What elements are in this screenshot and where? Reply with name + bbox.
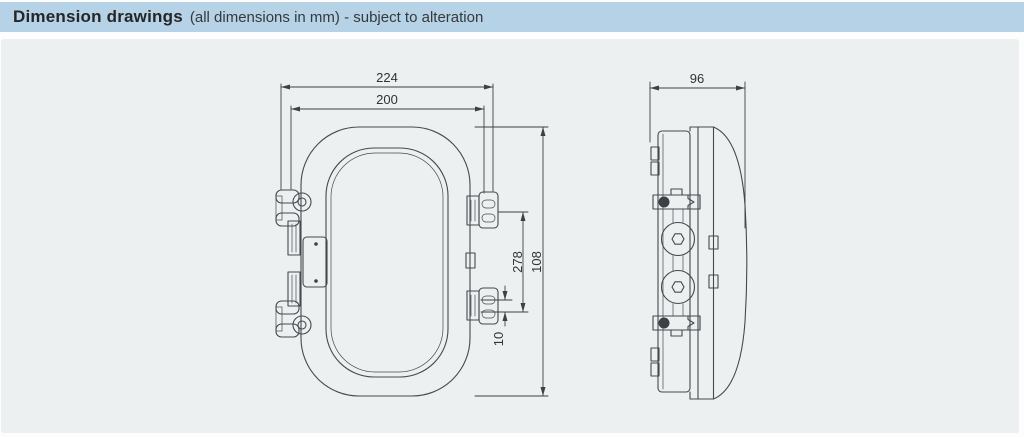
front-rim-clip	[465, 252, 476, 269]
side-base-and-dome	[689, 126, 748, 400]
front-junction-plate	[302, 236, 328, 288]
page-title: Dimension drawings	[13, 7, 183, 26]
front-bracket-bottom-right	[466, 287, 499, 325]
front-bracket-bottom-left	[275, 271, 312, 338]
side-clamp-top	[652, 188, 701, 210]
page-subtitle: (all dimensions in mm) - subject to alte…	[189, 8, 484, 26]
section-header: Dimension drawings (all dimensions in mm…	[0, 2, 1024, 32]
front-bracket-top-right	[466, 191, 499, 229]
drawing-panel	[1, 39, 1019, 433]
dim-label-vertical-inner: 278	[510, 251, 525, 273]
front-bracket-top-left	[275, 189, 312, 256]
front-view: 224 200 278 108 10	[275, 70, 549, 397]
dim-label-overall-width: 224	[376, 70, 398, 85]
dim-label-bracket-detail: 10	[491, 332, 506, 346]
dim-label-inner-width: 200	[376, 92, 398, 107]
front-body-oval-ring	[300, 126, 471, 397]
side-dimensions: 96	[649, 71, 746, 229]
front-dimensions: 224 200 278 108 10	[280, 70, 549, 397]
dim-label-depth: 96	[690, 71, 704, 86]
dim-label-vertical-outer: 108	[529, 251, 544, 273]
side-back-plate	[650, 130, 691, 393]
side-view: 96	[649, 71, 748, 400]
side-gland-bosses	[660, 208, 696, 317]
side-clamp-bottom	[652, 315, 701, 337]
